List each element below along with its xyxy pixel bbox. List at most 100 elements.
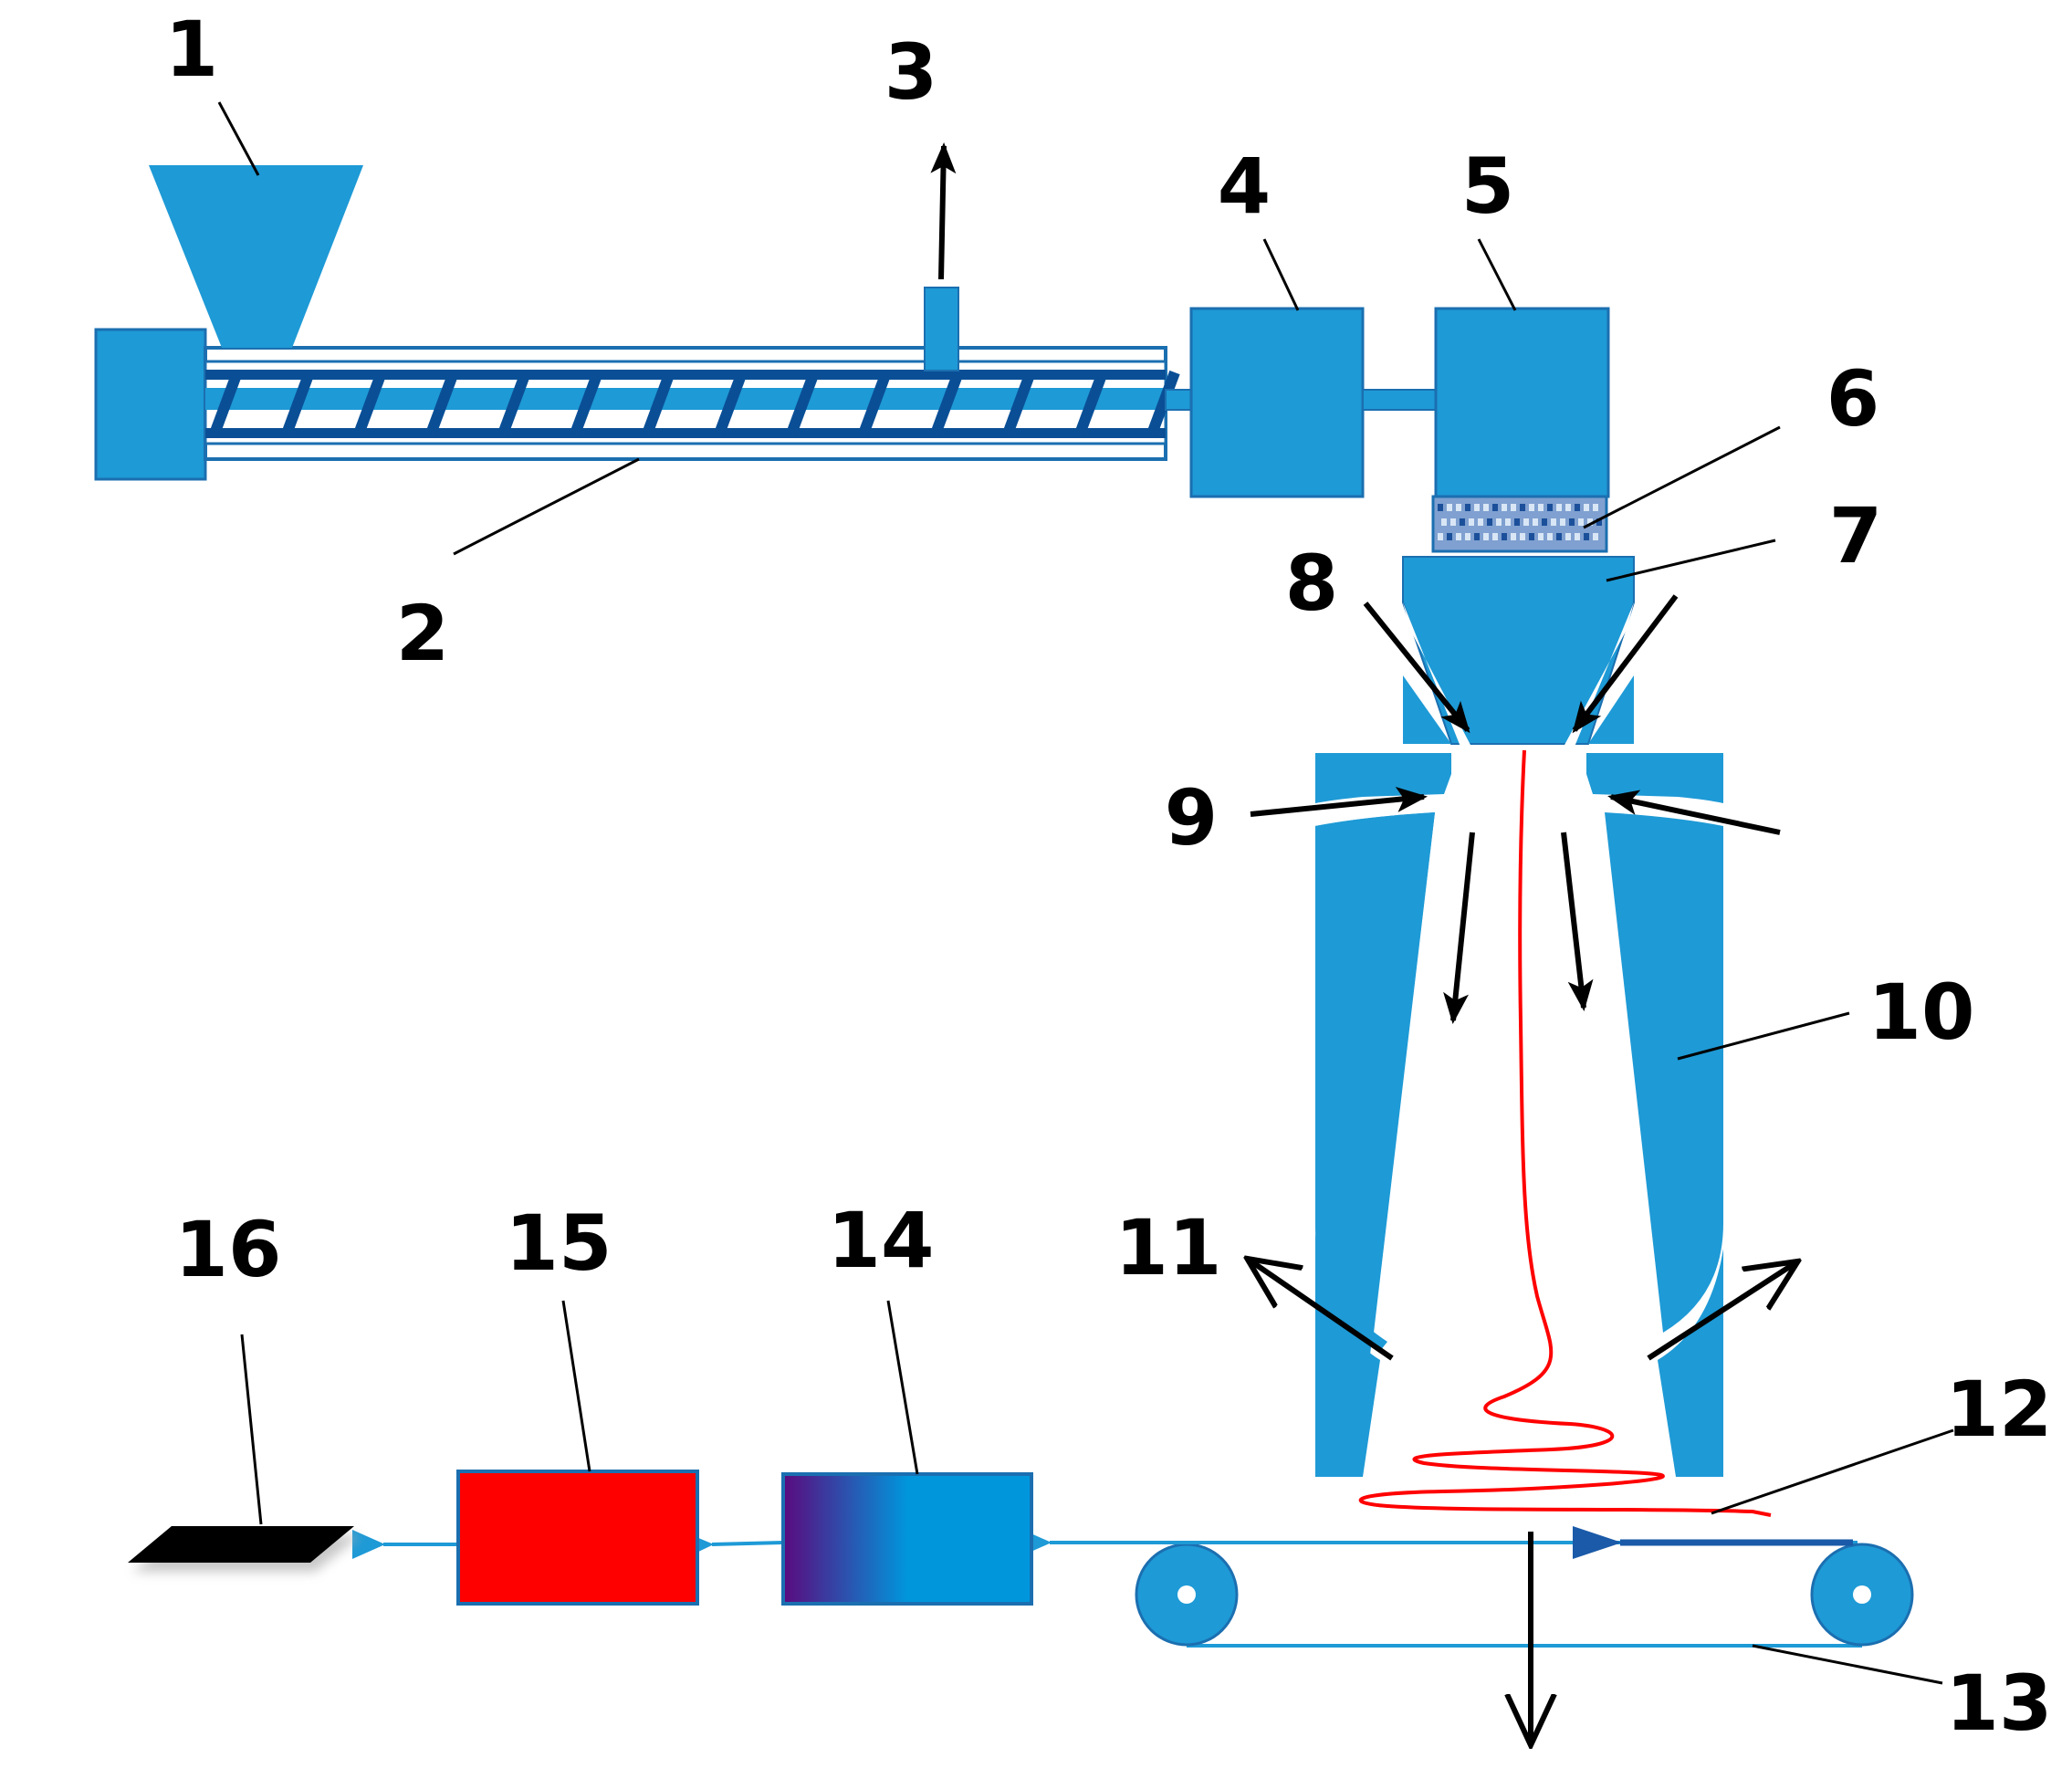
filter-mesh-cell [1450, 518, 1456, 526]
screw-flight [1146, 370, 1180, 439]
filter-mesh-cell [1551, 518, 1556, 526]
label-15: 15 [506, 1198, 612, 1288]
chamber-left-bottom [1315, 1249, 1380, 1477]
roller-left-hub [1177, 1585, 1196, 1604]
label-7: 7 [1829, 491, 1882, 581]
leader-12 [1711, 1428, 1954, 1515]
filter-mesh-cell [1441, 518, 1447, 526]
filter-mesh-cell [1584, 504, 1589, 511]
chamber-left-lower [1315, 812, 1435, 1333]
filter-mesh-cell [1456, 504, 1461, 511]
filter-mesh-cell [1438, 533, 1443, 540]
label-6: 6 [1826, 354, 1879, 444]
screw-flight [785, 370, 820, 439]
filter-mesh-cell [1556, 533, 1562, 540]
filter-mesh-cell [1578, 518, 1584, 526]
die-block [1434, 307, 1610, 498]
screw-flight [352, 370, 387, 439]
screw-top-edge [205, 370, 1166, 380]
filter-mesh-cell [1556, 504, 1562, 511]
filter-mesh-cell [1474, 504, 1480, 511]
filter-mesh-cell [1565, 533, 1571, 540]
hot-air-arrow-right [1572, 594, 1679, 734]
screw-bottom-edge [205, 428, 1166, 438]
filter-mesh-cell [1492, 504, 1498, 511]
barrel-to-pump-shaft [1165, 389, 1192, 411]
leader-5 [1477, 238, 1517, 311]
filter-mesh-cell [1469, 518, 1474, 526]
spinneret [1402, 556, 1635, 745]
filter-mesh-cell [1529, 504, 1534, 511]
filter-mesh-cell [1478, 518, 1483, 526]
filter-mesh-cell [1492, 533, 1498, 540]
screw-flight [1073, 370, 1108, 439]
hopper [149, 165, 363, 348]
flow-arrow-down-left [1443, 832, 1475, 1024]
leader-4 [1262, 238, 1300, 311]
filter-mesh-cell [1520, 533, 1525, 540]
filter-mesh-cell [1447, 504, 1452, 511]
filter-mesh-cell [1547, 533, 1553, 540]
exhaust-arrow-left [1249, 1260, 1394, 1361]
label-1: 1 [165, 5, 218, 94]
label-16: 16 [175, 1205, 282, 1294]
filter-texture [1438, 504, 1602, 540]
label-3: 3 [884, 27, 937, 117]
filter-mesh-cell [1456, 533, 1461, 540]
filter-mesh-cell [1474, 533, 1480, 540]
label-13: 13 [1946, 1658, 2053, 1748]
filter-mesh-cell [1587, 518, 1593, 526]
extruder [94, 328, 1192, 481]
leader-15 [561, 1300, 591, 1472]
screw-flight [641, 370, 675, 439]
filter-mesh-cell [1511, 504, 1516, 511]
filter-mesh-cell [1514, 518, 1520, 526]
leader-14 [886, 1300, 919, 1475]
label-10: 10 [1868, 968, 1975, 1057]
label-2: 2 [396, 589, 449, 678]
filter-mesh-cell [1483, 533, 1489, 540]
exhaust-arrow-right [1647, 1262, 1796, 1361]
chamber-right-wall [1586, 753, 1723, 803]
filter-mesh-cell [1447, 533, 1452, 540]
air-knife-left [1403, 675, 1451, 744]
vent-port [924, 287, 959, 371]
filter-mesh-cell [1465, 533, 1470, 540]
screw-flight [497, 370, 531, 439]
filter-mesh-cell [1565, 504, 1571, 511]
extruder-motor [94, 328, 207, 481]
flow-arrow-down-right [1561, 832, 1594, 1011]
filter-mesh-cell [1460, 518, 1465, 526]
chamber-right-bottom [1658, 1249, 1723, 1477]
filter-mesh-cell [1505, 518, 1511, 526]
filter-mesh-cell [1483, 504, 1489, 511]
roller-right-hub [1853, 1585, 1871, 1604]
leader-7 [1606, 539, 1776, 582]
label-5: 5 [1461, 141, 1514, 231]
screw-flight [424, 370, 459, 439]
filter-mesh-cell [1575, 533, 1580, 540]
screw-flight [280, 370, 315, 439]
screw-flight [208, 370, 243, 439]
label-9: 9 [1165, 773, 1218, 863]
filter-mesh-cell [1596, 518, 1602, 526]
filter-mesh-cell [1511, 533, 1516, 540]
leader-10 [1677, 1011, 1850, 1061]
filter-mesh-cell [1502, 533, 1507, 540]
fiber-stream [1358, 749, 1772, 1517]
label-8: 8 [1285, 539, 1338, 628]
label-12: 12 [1946, 1365, 2053, 1454]
filter-mesh-cell [1496, 518, 1502, 526]
filter-mesh-cell [1569, 518, 1575, 526]
screw-flight [857, 370, 892, 439]
screw-flight [929, 370, 964, 439]
quench-air-arrow-right [1607, 790, 1781, 835]
pump-to-die-connector [1362, 389, 1437, 411]
filter-mesh-cell [1538, 504, 1544, 511]
treatment-unit [781, 1472, 1033, 1606]
product-sheet [128, 1526, 354, 1563]
filter-mesh-cell [1593, 504, 1598, 511]
quench-air-arrow-left [1250, 787, 1428, 817]
leader-13 [1752, 1644, 1943, 1685]
